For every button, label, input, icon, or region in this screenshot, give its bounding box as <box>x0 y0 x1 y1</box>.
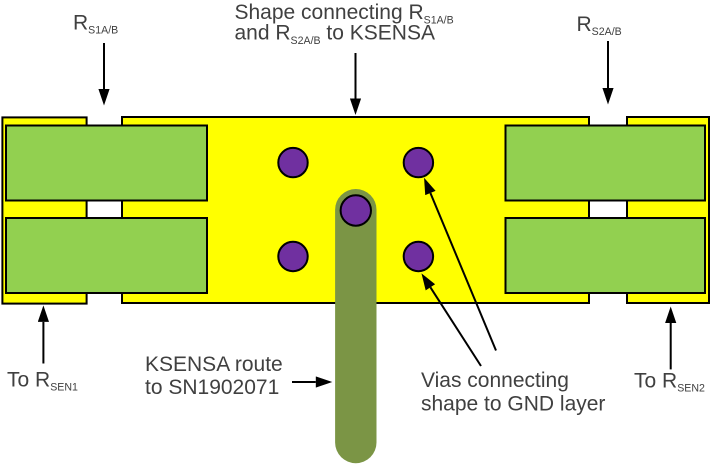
svg-text:RS1A/B: RS1A/B <box>73 11 118 36</box>
svg-text:To RSEN1: To RSEN1 <box>7 369 78 394</box>
svg-text:and RS2A/B to KSENSA: and RS2A/B to KSENSA <box>235 22 435 47</box>
svg-text:Vias connecting: Vias connecting <box>421 369 569 392</box>
svg-text:shape to GND layer: shape to GND layer <box>421 393 605 416</box>
svg-text:To RSEN2: To RSEN2 <box>634 369 705 394</box>
svg-text:RS2A/B: RS2A/B <box>577 13 622 38</box>
svg-text:to SN1902071: to SN1902071 <box>145 376 279 399</box>
svg-text:KSENSA route: KSENSA route <box>145 353 283 376</box>
svg-text:Shape connecting RS1A/B: Shape connecting RS1A/B <box>235 1 454 26</box>
